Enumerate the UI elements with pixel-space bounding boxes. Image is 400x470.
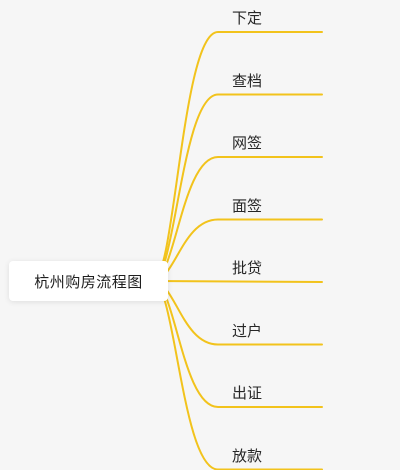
branch-node-7[interactable]: 出证 xyxy=(232,384,263,402)
branch-node-8[interactable]: 放款 xyxy=(232,446,263,465)
branch-node-1[interactable]: 下定 xyxy=(232,9,263,27)
branch-connector-5 xyxy=(152,280,323,283)
root-node[interactable]: 杭州购房流程图 xyxy=(9,261,168,301)
root-node-label: 杭州购房流程图 xyxy=(34,272,143,291)
branch-node-5[interactable]: 批贷 xyxy=(232,259,263,277)
branch-node-2[interactable]: 查档 xyxy=(232,71,263,90)
branch-node-3[interactable]: 网签 xyxy=(232,134,263,152)
branch-node-6[interactable]: 过户 xyxy=(232,321,263,340)
branch-node-4[interactable]: 面签 xyxy=(232,196,263,215)
